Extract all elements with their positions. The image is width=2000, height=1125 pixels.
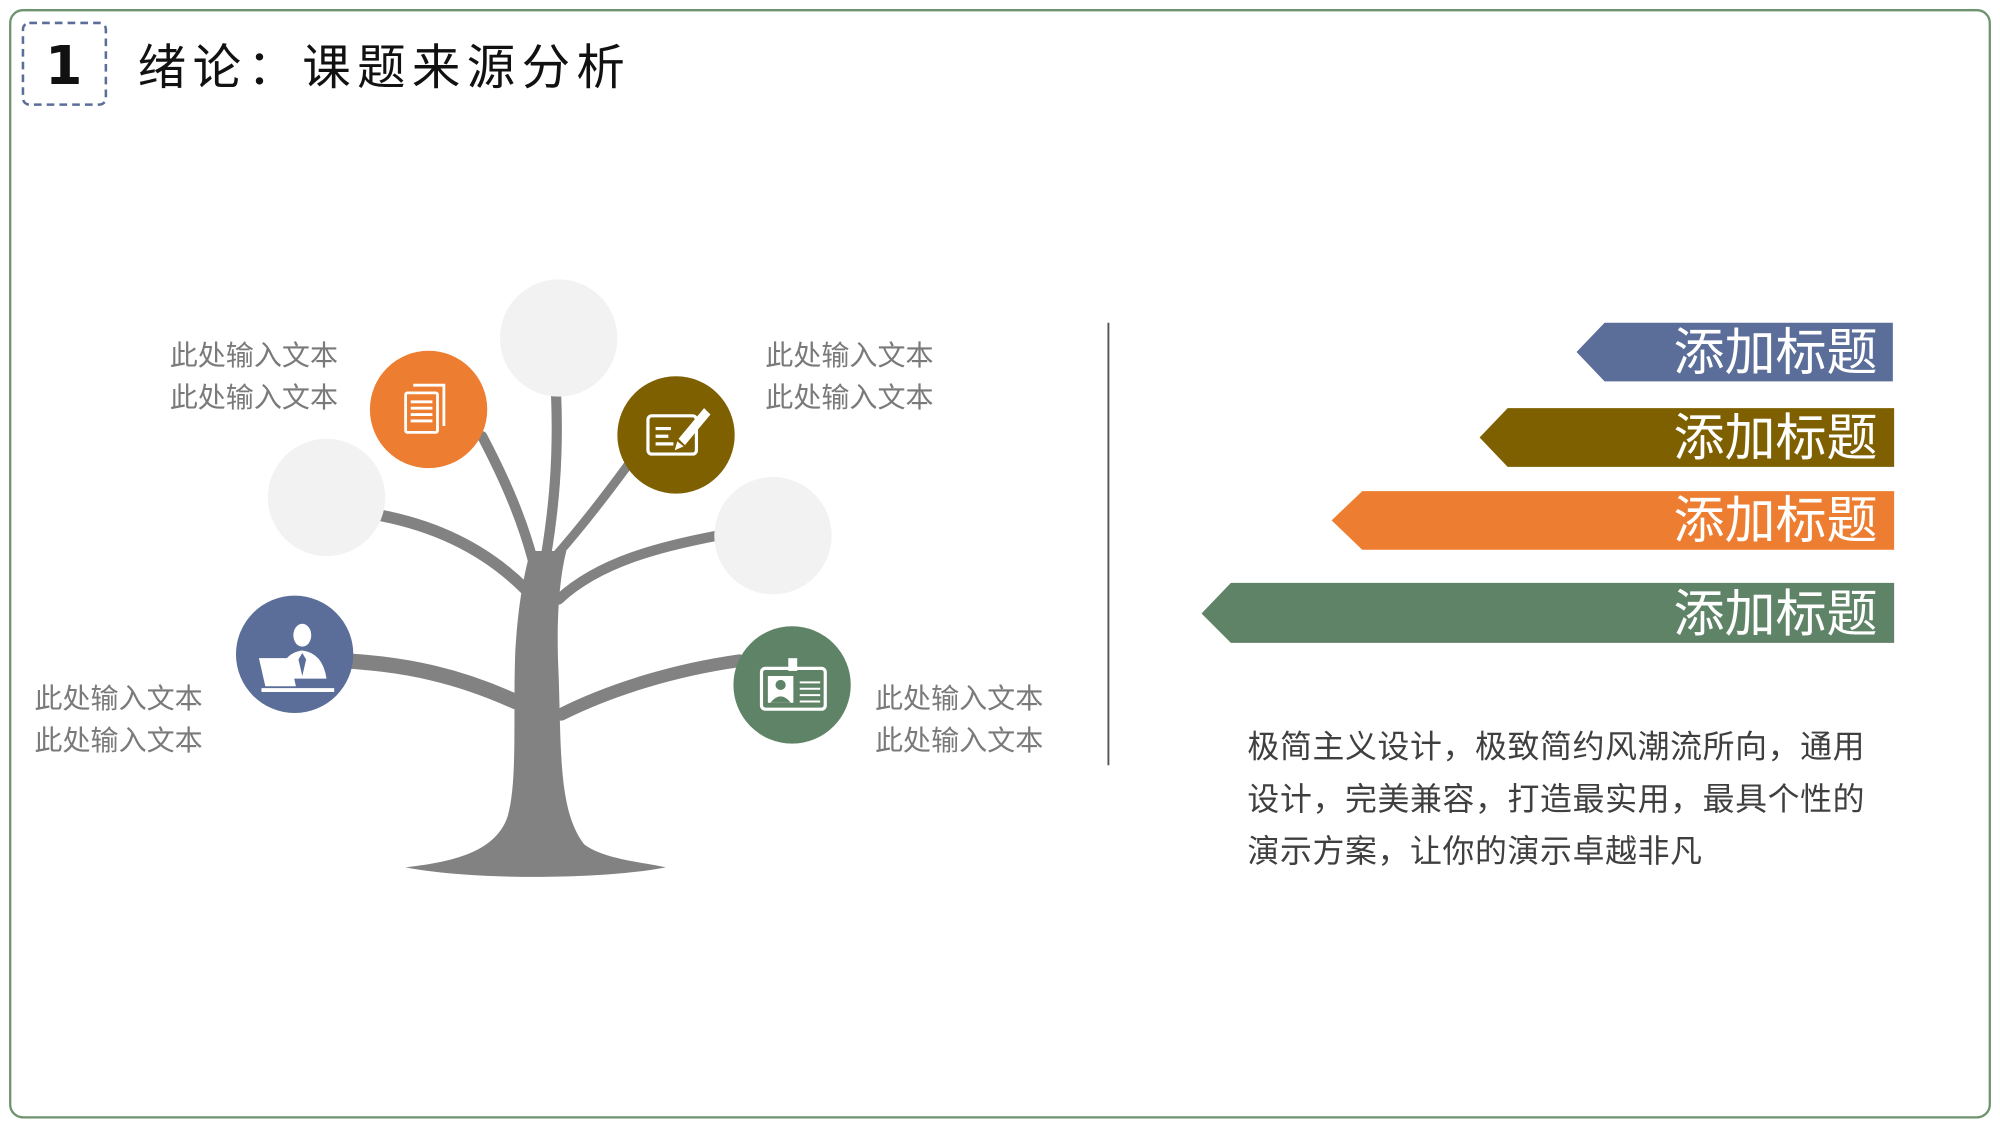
tree-trunk [405, 551, 666, 877]
tree-diagram: 此处输入文本 此处输入文本 此处输入文本 此处输入文本 此处输入文本 此处输入文… [34, 279, 1043, 877]
label-top-left: 此处输入文本 此处输入文本 [170, 339, 338, 414]
id-card-icon [759, 658, 827, 711]
description-line: 设计，完美兼容，打造最实用，最具个性的 [1247, 780, 1865, 818]
label-line: 此处输入文本 [34, 724, 202, 757]
slide-frame [9, 9, 1991, 1119]
description-paragraph: 极简主义设计，极致简约风潮流所向，通用 设计，完美兼容，打造最实用，最具个性的 … [1247, 728, 1865, 871]
title-banners: 添加标题 添加标题 添加标题 添加标题 [1201, 322, 1895, 644]
banner-orange: 添加标题 [1331, 491, 1895, 551]
header: 1 绪论：课题来源分析 [21, 21, 631, 106]
branch-left-gray [374, 509, 532, 596]
page-title: 绪论：课题来源分析 [138, 40, 631, 96]
banner-shape [1331, 491, 1895, 550]
banner-shape [1201, 582, 1895, 643]
description-line: 极简主义设计，极致简约风潮流所向，通用 [1247, 728, 1865, 766]
banner-blue: 添加标题 [1576, 322, 1893, 383]
brown-circle [617, 376, 735, 494]
person-laptop-icon [258, 623, 335, 692]
empty-circle-left [267, 438, 386, 557]
edit-sign-icon [646, 408, 711, 456]
banner-brown: 添加标题 [1479, 408, 1895, 468]
description-line: 演示方案，让你的演示卓越非凡 [1247, 832, 1702, 870]
label-line: 此处输入文本 [765, 381, 933, 414]
banner-shape [1576, 322, 1893, 382]
node-brown [617, 376, 735, 494]
label-line: 此处输入文本 [34, 682, 202, 715]
branch-top-gray [540, 390, 562, 562]
label-bottom-left: 此处输入文本 此处输入文本 [34, 682, 202, 757]
section-number-badge [21, 21, 108, 106]
node-blue [235, 595, 354, 714]
node-green [733, 626, 851, 744]
label-line: 此处输入文本 [170, 381, 338, 414]
banner-label: 添加标题 [1673, 492, 1877, 551]
banner-label: 添加标题 [1673, 585, 1877, 644]
branch-right-gray [553, 530, 722, 605]
section-number: 1 [45, 34, 82, 97]
label-line: 此处输入文本 [875, 724, 1043, 757]
document-icon [404, 383, 446, 434]
branch-orange [477, 431, 539, 567]
tree-branches [336, 390, 747, 721]
banner-label: 添加标题 [1673, 409, 1877, 468]
branch-blue [336, 653, 523, 710]
label-line: 此处输入文本 [170, 339, 338, 372]
branch-green [554, 654, 747, 721]
label-line: 此处输入文本 [875, 682, 1043, 715]
label-bottom-right: 此处输入文本 此处输入文本 [875, 682, 1043, 757]
empty-circle-top [500, 279, 618, 397]
label-top-right: 此处输入文本 此处输入文本 [765, 339, 933, 414]
banner-label: 添加标题 [1673, 324, 1877, 383]
node-orange [369, 350, 488, 469]
banner-green: 添加标题 [1201, 582, 1895, 644]
empty-circle-right [714, 477, 832, 595]
banner-shape [1479, 408, 1895, 467]
label-line: 此处输入文本 [765, 339, 933, 372]
